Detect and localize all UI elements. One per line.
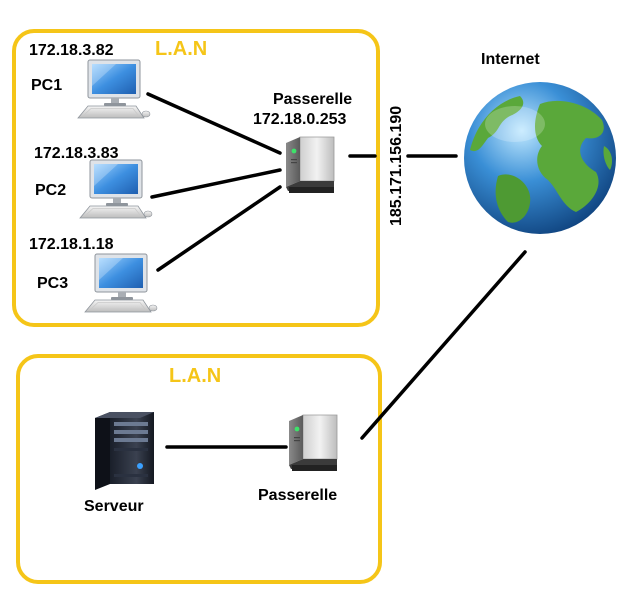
lan-bottom-title: L.A.N	[169, 365, 221, 387]
pc3-name: PC3	[37, 275, 68, 292]
gateway-bottom-label: Passerelle	[258, 487, 337, 504]
internet-label: Internet	[481, 51, 540, 68]
desktop-computer-icon	[79, 159, 153, 219]
desktop-computer-icon	[77, 59, 151, 119]
server-rack-icon	[95, 412, 154, 490]
link-pc3-gateway	[156, 185, 282, 272]
gateway-box-icon	[288, 414, 338, 472]
server-group[interactable]: Serveur	[84, 412, 154, 515]
wan-ip: 185.171.156.190	[388, 106, 405, 226]
gateway-top-name: Passerelle	[273, 91, 352, 108]
pc2-group[interactable]: 172.18.3.83 PC2	[34, 145, 153, 219]
pc3-group[interactable]: 172.18.1.18 PC3	[29, 236, 158, 313]
desktop-computer-icon	[84, 253, 158, 313]
gateway-box-icon	[285, 136, 335, 194]
gateway-top-group[interactable]: Passerelle 172.18.0.253	[253, 91, 352, 194]
pc1-name: PC1	[31, 77, 62, 94]
link-internet-gateway2	[360, 250, 527, 440]
link-pc2-gateway	[150, 168, 282, 199]
lan-top-frame	[12, 29, 380, 327]
server-label: Serveur	[84, 498, 144, 515]
gateway-bottom-group[interactable]: Passerelle	[258, 414, 338, 504]
gateway-top-ip: 172.18.0.253	[253, 111, 347, 128]
internet-group[interactable]: Internet	[464, 51, 616, 234]
pc2-ip: 172.18.3.83	[34, 145, 119, 162]
network-links	[146, 92, 527, 449]
pc3-ip: 172.18.1.18	[29, 236, 114, 253]
pc2-name: PC2	[35, 182, 66, 199]
pc1-ip: 172.18.3.82	[29, 42, 114, 59]
pc1-group[interactable]: 172.18.3.82 PC1	[29, 42, 151, 119]
lan-bottom-frame	[16, 354, 382, 584]
link-pc1-gateway	[146, 92, 282, 155]
lan-top-title: L.A.N	[155, 38, 207, 60]
globe-icon	[464, 82, 616, 234]
